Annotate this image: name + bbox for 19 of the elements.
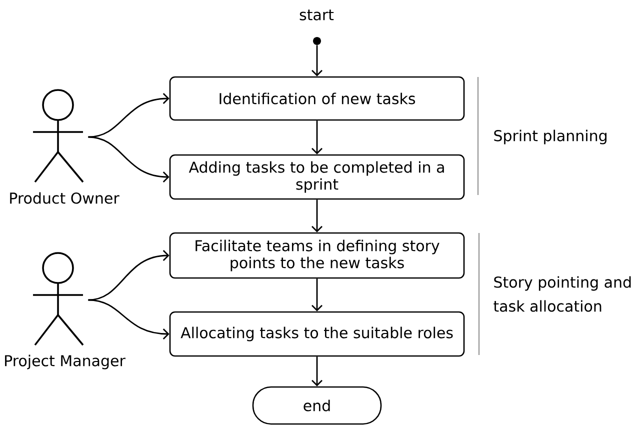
process-box: Facilitate teams in defining story points to the new tasks bbox=[169, 232, 465, 279]
curved-arrow bbox=[88, 299, 170, 340]
arrow bbox=[312, 356, 322, 386]
arrow bbox=[312, 278, 322, 312]
curved-arrow bbox=[88, 136, 170, 182]
process-box: Identification of new tasks bbox=[169, 76, 465, 121]
process-box: Allocating tasks to the suitable roles bbox=[169, 311, 465, 357]
curved-arrow bbox=[88, 250, 170, 301]
phase-label: Story pointing and task allocation bbox=[494, 276, 631, 312]
end-terminal: end bbox=[252, 386, 382, 425]
start-label: start bbox=[300, 10, 334, 20]
process-box: Adding tasks to be completed in a sprint bbox=[169, 154, 465, 200]
arrow bbox=[312, 45, 322, 76]
curved-arrow bbox=[88, 93, 170, 138]
arrow bbox=[312, 120, 322, 154]
actor-label: Product Owner bbox=[10, 192, 120, 204]
phase-label: Sprint planning bbox=[494, 130, 606, 144]
arrow bbox=[312, 200, 322, 232]
actor-label: Project Manager bbox=[5, 354, 126, 370]
